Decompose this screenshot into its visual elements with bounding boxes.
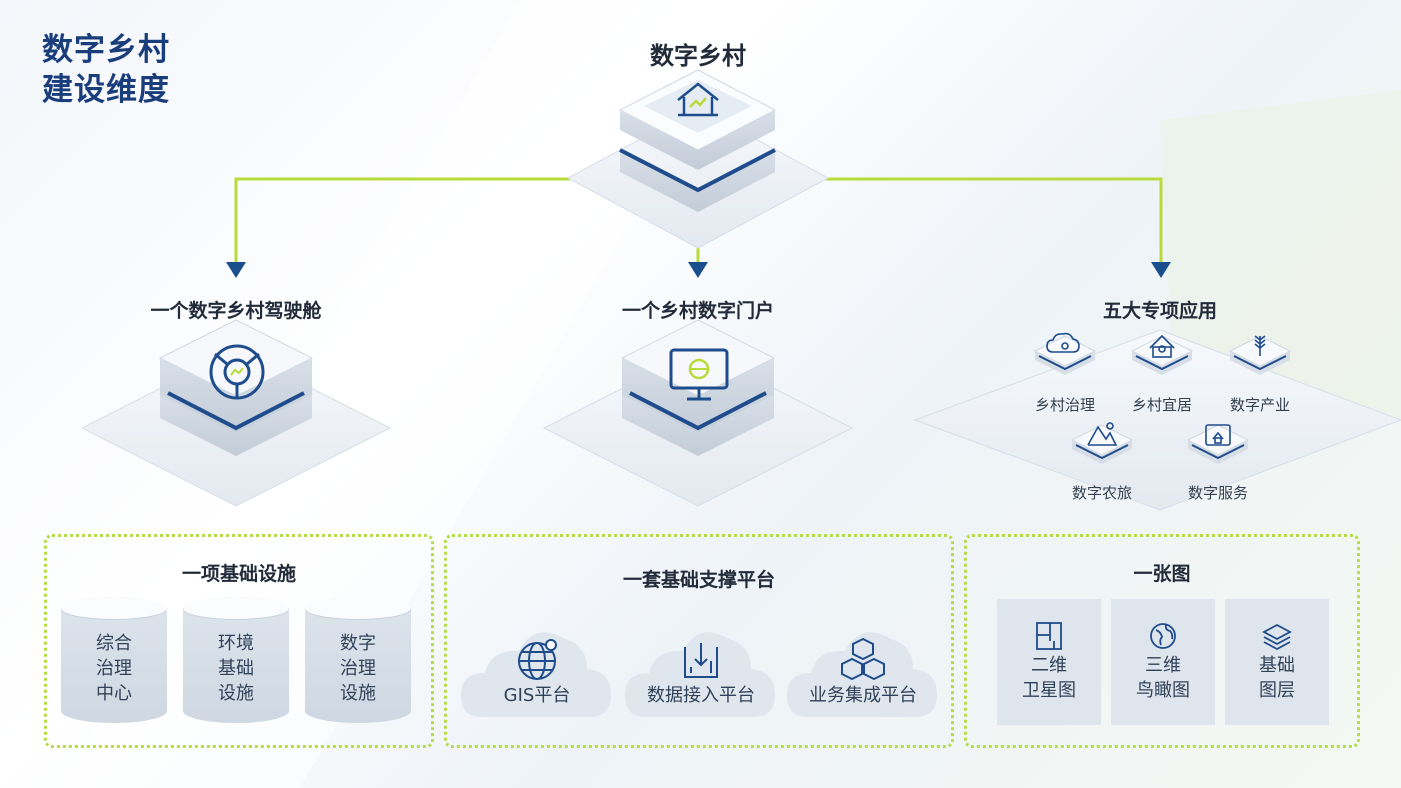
section-one-map: 一张图 二维 卫星图 三维 鸟瞰图 基础 图层 [964,534,1360,748]
map-card: 二维 卫星图 [997,599,1101,725]
arrow-head [226,262,246,278]
arrow-heads [226,262,1171,278]
section-title: 一套基础支撑平台 [622,569,775,591]
infra-cylinder: 综合 治理 中心 [61,597,167,723]
map-card: 三维 鸟瞰图 [1111,599,1215,725]
cyl-line: 治理 [340,658,376,679]
map-line: 三维 [1145,655,1181,676]
section-title: 一项基础设施 [181,563,296,585]
page-title-line-1: 数字乡村 [42,32,170,68]
page-title: 数字乡村 建设维度 [42,30,170,110]
cubes-icon [841,637,885,681]
wheat-icon [1254,335,1266,356]
globe-icon [1150,623,1176,649]
cloud-shape [625,632,775,717]
cyl-line: 治理 [96,658,132,679]
platform-cloud-biz: 业务集成平台 [787,619,939,719]
section-infrastructure: 一项基础设施 综合 治理 中心 环境 基础 设施 数字 治理 设施 [44,534,434,748]
cloud-shape [787,632,937,717]
cyl-line: 基础 [218,658,254,679]
cyl-line: 设施 [340,683,376,704]
monitor-browser-icon [669,348,729,401]
map-line: 二维 [1031,655,1067,676]
dashboard-gauge-icon [209,344,265,400]
arrow-head [1151,262,1171,278]
globe-pin-icon [518,639,557,680]
section-platform: 一套基础支撑平台 GIS平台 数据接入平台 [444,534,954,748]
bg-band [60,0,760,788]
app-label: 数字产业 [1229,396,1290,414]
service-house-icon [1205,424,1231,446]
floorplan-icon [1036,622,1062,650]
app-label: 乡村宜居 [1131,396,1192,414]
app-tiles [1033,335,1292,464]
map-line: 卫星图 [1022,680,1076,701]
section-title: 一张图 [1133,563,1191,585]
map-line: 鸟瞰图 [1136,680,1190,701]
cloud-label: 业务集成平台 [809,685,917,706]
cyl-line: 数字 [340,633,376,654]
cyl-line: 设施 [218,683,254,704]
app-label: 数字农旅 [1071,484,1132,502]
layers-icon [1262,623,1292,651]
branch-label-cockpit: 一个数字乡村驾驶舱 [150,300,322,322]
data-import-icon [684,643,718,678]
apps-platform [913,329,1401,511]
cloud-label: GIS平台 [503,685,571,706]
arrow-head [688,262,708,278]
platform-cloud-data: 数据接入平台 [625,619,777,719]
app-label: 数字服务 [1187,484,1248,502]
map-line: 基础 [1259,655,1295,676]
map-line: 图层 [1259,680,1295,701]
home-location-icon [1149,334,1175,358]
cloud-gear-icon [1046,332,1080,353]
house-chart-icon [677,82,719,117]
cloud-label: 数据接入平台 [647,685,755,706]
cyl-line: 中心 [96,683,132,704]
branch-label-portal: 一个乡村数字门户 [621,300,774,322]
app-label: 乡村治理 [1034,396,1095,414]
branch-label-apps: 五大专项应用 [1102,300,1217,322]
infra-cylinder: 数字 治理 设施 [305,597,411,723]
mountain-icon [1087,422,1118,446]
cloud-shape [461,632,611,717]
cockpit-platform [80,319,392,507]
page-title-line-2: 建设维度 [42,72,170,108]
platform-cloud-gis: GIS平台 [461,619,613,719]
map-card: 基础 图层 [1225,599,1329,725]
infra-cylinder: 环境 基础 设施 [183,597,289,723]
root-platform [566,69,830,249]
portal-platform [542,319,854,507]
cyl-line: 综合 [96,633,132,654]
cyl-line: 环境 [218,633,254,654]
root-label: 数字乡村 [650,42,746,70]
